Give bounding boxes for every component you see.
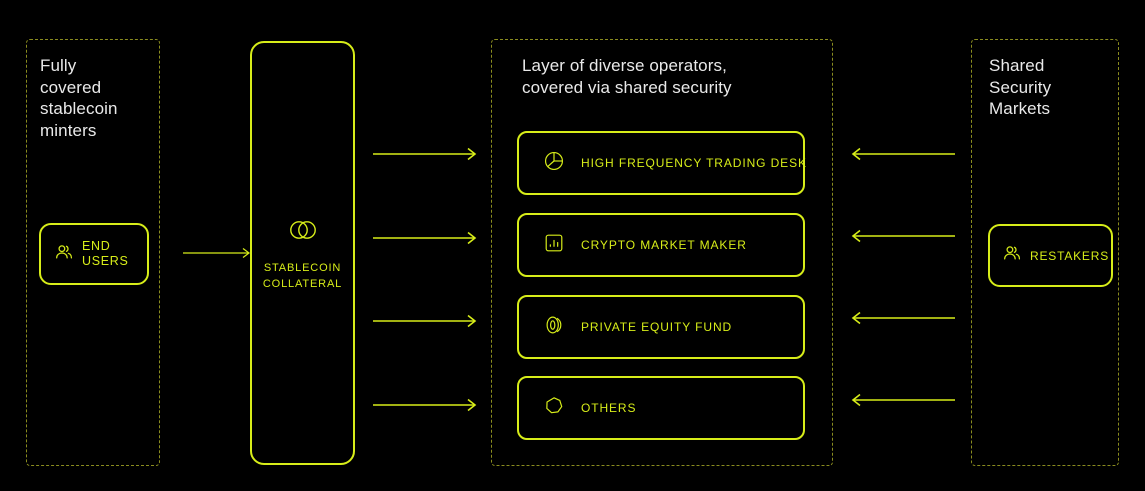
heptagon-icon	[543, 395, 565, 422]
arrow-restakers-to-operator-1	[849, 229, 955, 244]
node-stablecoin-collateral[interactable]: STABLECOIN COLLATERAL	[250, 41, 355, 465]
panel-title-shared-security-markets: Shared Security Markets	[989, 56, 1052, 118]
operator-label: HIGH FREQUENCY TRADING DESK	[581, 156, 807, 170]
panel-title-operators: Layer of diverse operators, covered via …	[522, 56, 732, 97]
operator-label: OTHERS	[581, 401, 637, 415]
operator-row-others[interactable]: OTHERS	[517, 376, 805, 440]
bar-chart-icon	[543, 232, 565, 259]
operator-row-crypto-market-maker[interactable]: CRYPTO MARKET MAKER	[517, 213, 805, 277]
arrow-collateral-to-operator-1	[373, 231, 479, 246]
users-icon	[1002, 243, 1022, 268]
arrow-restakers-to-operator-3	[849, 393, 955, 408]
arrow-restakers-to-operator-2	[849, 311, 955, 326]
node-label-restakers: RESTAKERS	[1030, 248, 1109, 263]
coin-stack-icon	[543, 314, 565, 341]
panel-title-stablecoin-minters: Fully covered stablecoin minters	[40, 56, 118, 140]
arrow-end-users-to-collateral	[183, 247, 253, 261]
users-icon	[54, 242, 74, 267]
node-label-end-users: END USERS	[82, 239, 129, 268]
panel-operators	[491, 39, 833, 466]
node-restakers[interactable]: RESTAKERS	[988, 224, 1113, 287]
operator-label: PRIVATE EQUITY FUND	[581, 320, 733, 334]
operator-row-high-frequency-trading-desk[interactable]: HIGH FREQUENCY TRADING DESK	[517, 131, 807, 195]
node-label-stablecoin-collateral: STABLECOIN COLLATERAL	[262, 261, 343, 290]
node-end-users[interactable]: END USERS	[39, 223, 149, 285]
operator-row-private-equity-fund[interactable]: PRIVATE EQUITY FUND	[517, 295, 805, 359]
arrow-restakers-to-operator-0	[849, 147, 955, 162]
operator-label: CRYPTO MARKET MAKER	[581, 238, 747, 252]
coins-icon	[285, 215, 321, 250]
pie-chart-icon	[543, 150, 565, 177]
arrow-collateral-to-operator-3	[373, 398, 479, 413]
panel-shared-security-markets	[971, 39, 1119, 466]
panel-stablecoin-minters	[26, 39, 160, 466]
arrow-collateral-to-operator-0	[373, 147, 479, 162]
arrow-collateral-to-operator-2	[373, 314, 479, 329]
